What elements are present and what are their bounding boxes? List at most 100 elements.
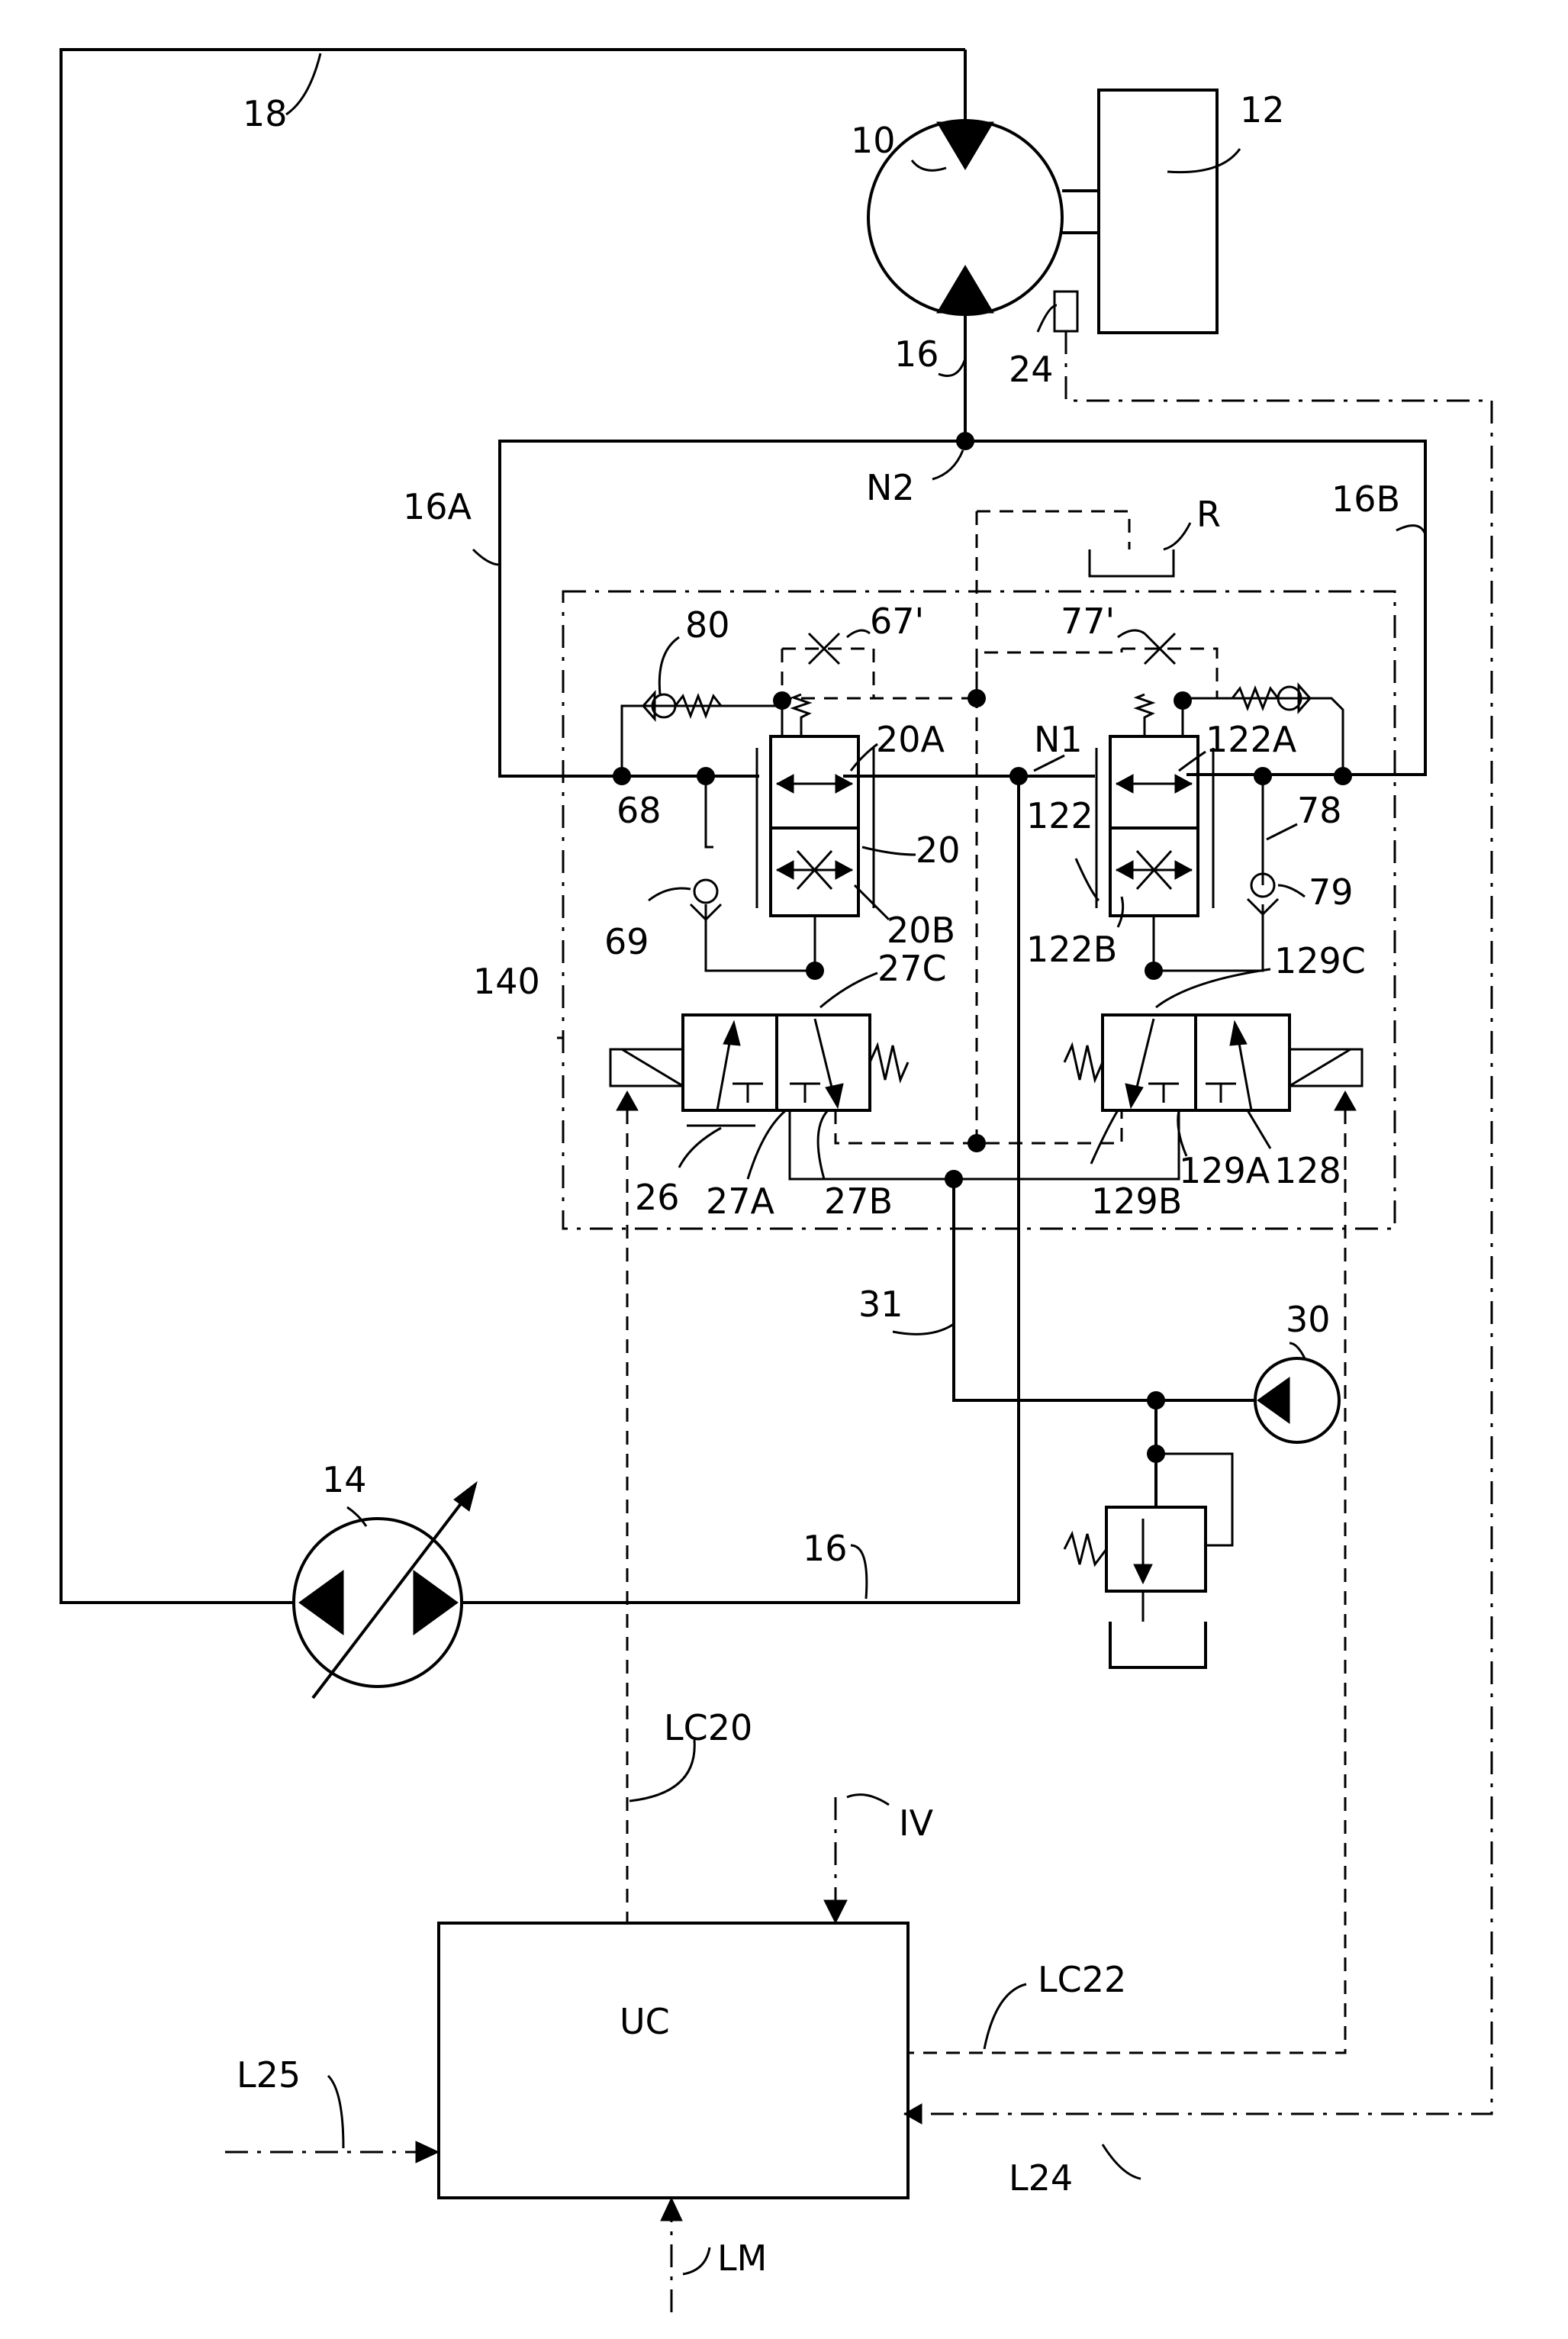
leader-78 (1267, 824, 1297, 839)
label-129B: 129B (1091, 1181, 1182, 1222)
node-68 (613, 767, 631, 785)
label-10: 10 (851, 120, 896, 161)
label-68: 68 (617, 790, 662, 831)
reservoir-R (1090, 549, 1174, 576)
valve-122B-arrow-left (1116, 861, 1133, 879)
node-boost (1147, 1391, 1165, 1410)
node-N1 (1009, 767, 1028, 785)
relief-valve (1106, 1507, 1206, 1591)
label-N1: N1 (1034, 719, 1083, 760)
label-16A: 16A (403, 486, 472, 527)
label-67p: 67' (870, 601, 924, 642)
label-30: 30 (1286, 1299, 1331, 1340)
line-LC22 (908, 1110, 1345, 2053)
label-16-top: 16 (894, 333, 939, 375)
leader-30 (1289, 1343, 1305, 1358)
valve-26-block-b (790, 1084, 820, 1103)
label-LC22: LC22 (1038, 1959, 1126, 2000)
pilot-to-reservoir (977, 511, 1129, 549)
label-LC20: LC20 (664, 1707, 752, 1748)
valve-20 (771, 736, 858, 916)
leader-20 (862, 847, 916, 855)
label-16B: 16B (1331, 478, 1400, 520)
arrow-LM (661, 2198, 682, 2221)
valve-122B-arrow-right (1175, 861, 1192, 879)
valve-122-spring (1137, 694, 1152, 736)
arrow-IV (824, 1900, 847, 1923)
valve-20A-arrow-left (777, 775, 794, 793)
relief-valve-arrowhead (1134, 1564, 1152, 1583)
leader-LC20 (629, 1740, 694, 1801)
leader-79 (1278, 885, 1305, 897)
label-20: 20 (916, 830, 961, 871)
leader-10 (912, 160, 946, 170)
pump-14-right-triangle (414, 1571, 458, 1635)
label-24: 24 (1009, 349, 1054, 390)
label-IV: IV (899, 1803, 934, 1844)
leader-77 (1118, 630, 1145, 637)
valve-26-block-a (732, 1084, 763, 1103)
label-L25: L25 (237, 2054, 301, 2096)
leader-16A (473, 549, 500, 565)
node-N2 (956, 432, 974, 450)
leader-67 (847, 630, 870, 637)
line-18 (61, 50, 965, 1603)
solenoid-26-input-arrow (617, 1091, 638, 1110)
pump-14-left-triangle (299, 1571, 343, 1635)
leader-122A (1179, 752, 1206, 771)
valve-122 (1110, 736, 1198, 916)
motor-10-upper-triangle (937, 122, 993, 169)
leader-16-bottom (851, 1545, 867, 1599)
valve-26-arrowhead-a (723, 1021, 740, 1045)
line-68-branch (706, 776, 713, 847)
leader-129B (1091, 1110, 1118, 1164)
node-78 (1334, 767, 1352, 785)
valve-128-arrowhead-b (1230, 1021, 1247, 1045)
label-79: 79 (1309, 871, 1354, 913)
leader-L24 (1103, 2144, 1141, 2179)
arrow-L25 (416, 2141, 439, 2163)
valve-128-block-a (1148, 1084, 1179, 1103)
leader-L25 (328, 2076, 343, 2148)
label-20A: 20A (876, 719, 945, 760)
solenoid-128-input-arrow (1335, 1091, 1356, 1110)
node-27C (806, 962, 824, 980)
label-129A: 129A (1179, 1150, 1270, 1191)
valve-128-spring (1064, 1045, 1103, 1080)
label-20B: 20B (887, 910, 955, 951)
valve-20B-arrow-left (777, 861, 794, 879)
leader-129C (1156, 969, 1270, 1007)
leader-12 (1167, 149, 1240, 172)
line-129A (954, 1110, 1179, 1179)
check-valve-69-ball (694, 880, 717, 903)
solenoid-26-diag (622, 1049, 683, 1086)
label-12: 12 (1240, 89, 1285, 130)
valve-26-arrowhead-b (826, 1084, 843, 1108)
line-L24 (904, 331, 1492, 2114)
valve-128-block-b (1206, 1084, 1236, 1103)
label-140: 140 (473, 961, 540, 1002)
label-31: 31 (858, 1284, 903, 1325)
label-27C: 27C (877, 948, 947, 989)
label-27B: 27B (824, 1181, 893, 1222)
node-67 (773, 691, 791, 710)
control-unit-UC (439, 1923, 908, 2198)
leader-LM (683, 2247, 710, 2274)
leader-27A (748, 1110, 786, 1179)
relief-valve-spring (1064, 1534, 1106, 1564)
leader-18 (286, 53, 320, 114)
node-drain (968, 1134, 986, 1152)
leader-16-top (939, 359, 965, 376)
leader-122B (1118, 897, 1123, 927)
label-77p: 77' (1061, 601, 1115, 642)
label-18: 18 (243, 93, 288, 134)
node-left-branch (697, 767, 715, 785)
label-L24: L24 (1009, 2157, 1073, 2199)
node-right-branch (1254, 767, 1272, 785)
tank (1110, 1622, 1206, 1667)
junction-nodes (613, 432, 1352, 1463)
label-UC: UC (620, 2001, 670, 2042)
reference-labels: 18 10 12 16 24 N2 16A 16B R 80 67' 77' 2… (237, 89, 1400, 2279)
valve-122A-arrow-left (1116, 775, 1133, 793)
